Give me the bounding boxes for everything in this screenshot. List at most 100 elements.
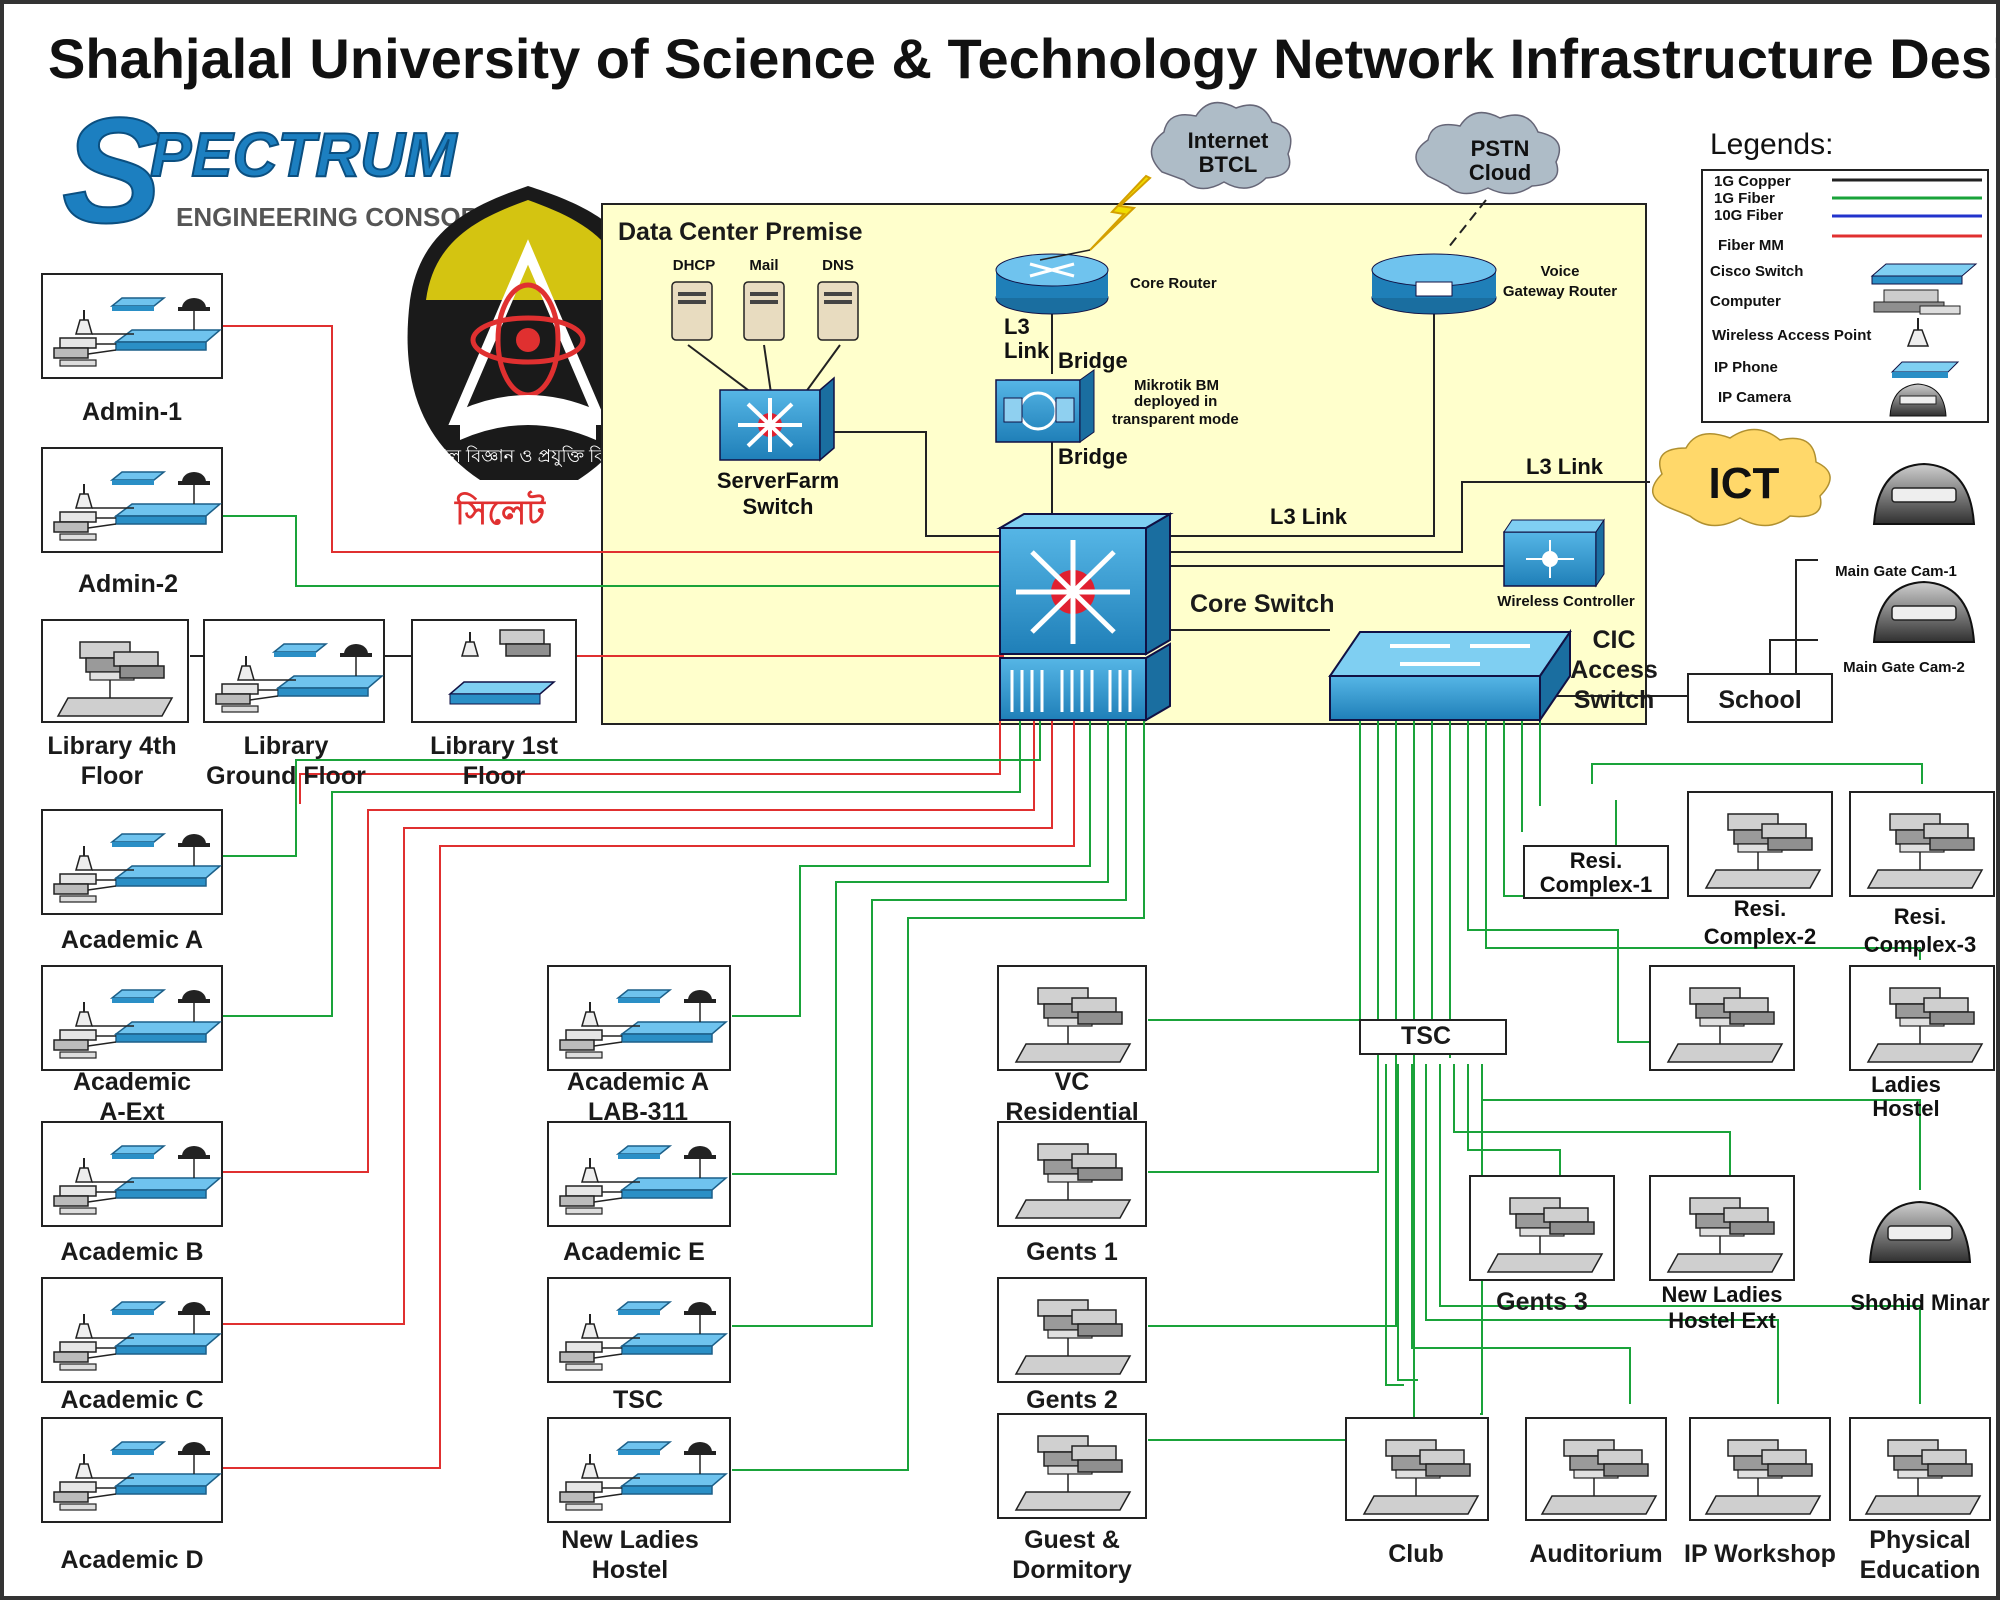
node-academic-c: Academic C [41, 1277, 223, 1414]
svg-text:Main Gate Cam-2: Main Gate Cam-2 [1843, 659, 1965, 676]
svg-text:Complex-1: Complex-1 [1540, 872, 1652, 897]
bridge-label-b: Bridge [1058, 444, 1128, 469]
mikrotik-bridge: Mikrotik BM deployed in transparent mode [995, 369, 1239, 443]
node-school: School [1687, 673, 1833, 723]
svg-text:Academic B: Academic B [60, 1238, 203, 1266]
svg-text:Resi.: Resi. [1570, 848, 1623, 873]
svg-text:CIC: CIC [1592, 626, 1635, 654]
svg-text:Resi.: Resi. [1734, 896, 1787, 921]
svg-text:Mail: Mail [749, 257, 778, 274]
svg-text:Wireless Controller: Wireless Controller [1497, 593, 1635, 610]
svg-text:DHCP: DHCP [673, 257, 716, 274]
svg-text:Wireless Access Point: Wireless Access Point [1712, 327, 1871, 344]
svg-text:Dormitory: Dormitory [1012, 1556, 1132, 1584]
svg-text:IP Camera: IP Camera [1718, 389, 1792, 406]
svg-text:Floor: Floor [81, 762, 144, 790]
datacenter-label: Data Center Premise [618, 218, 863, 246]
svg-text:Complex-2: Complex-2 [1704, 924, 1816, 949]
svg-text:Academic A: Academic A [567, 1068, 709, 1096]
svg-text:ServerFarm: ServerFarm [717, 468, 839, 493]
node-admin-1: Admin-1 [41, 273, 223, 426]
node-auditorium: Auditorium [1525, 1417, 1667, 1568]
node-admin-2: Admin-2 [41, 447, 223, 598]
svg-text:Floor: Floor [463, 762, 526, 790]
node-guest-dormitory: Guest & Dormitory [997, 1413, 1147, 1584]
node-tsc-hub: TSC [1359, 1019, 1507, 1055]
svg-text:Core Router: Core Router [1130, 275, 1217, 292]
wireless-link-icon [1089, 174, 1152, 251]
svg-text:Shohid Minar: Shohid Minar [1850, 1290, 1990, 1315]
svg-text:Club: Club [1388, 1540, 1444, 1568]
svg-text:Academic A: Academic A [61, 926, 203, 954]
svg-text:Hostel Ext: Hostel Ext [1668, 1308, 1776, 1333]
node-library-1st: Library 1st Floor [411, 619, 577, 790]
svg-text:BTCL: BTCL [1199, 152, 1258, 177]
svg-text:1G Fiber: 1G Fiber [1714, 190, 1775, 207]
svg-text:Hostel: Hostel [1872, 1096, 1939, 1121]
server-mail: Mail [743, 257, 785, 341]
svg-text:Auditorium: Auditorium [1529, 1540, 1662, 1568]
university-seal: শাহজালাল বিজ্ঞান ও প্রযুক্তি বিশ্ববিদ্যা… [381, 186, 674, 532]
svg-text:Computer: Computer [1710, 293, 1781, 310]
svg-text:Cisco Switch: Cisco Switch [1710, 263, 1803, 280]
ict-cloud: ICT [1652, 428, 1831, 527]
svg-text:Library 4th: Library 4th [47, 732, 176, 760]
l3link-label-a2: Link [1004, 338, 1050, 363]
brand-subtitle: ENGINEERING CONSORT [176, 202, 495, 232]
svg-text:TSC: TSC [1401, 1022, 1451, 1050]
bridge-label-a: Bridge [1058, 348, 1128, 373]
svg-text:Admin-2: Admin-2 [78, 570, 178, 598]
svg-text:ICT: ICT [1709, 459, 1780, 508]
node-academic-e: Academic E [547, 1121, 731, 1266]
server-dhcp: DHCP [671, 257, 716, 341]
spectrum-logo: S PECTRUM ENGINEERING CONSORT [61, 85, 495, 255]
svg-text:Switch: Switch [1574, 686, 1655, 714]
svg-text:Resi.: Resi. [1894, 904, 1947, 929]
legend: Legends: 1G Copper 1G Fiber 10G Fiber Fi… [1701, 128, 1989, 423]
svg-text:Switch: Switch [743, 494, 814, 519]
svg-text:Cloud: Cloud [1469, 160, 1531, 185]
node-resi-complex-1: Resi. Complex-1 [1523, 845, 1669, 899]
svg-text:New Ladies: New Ladies [561, 1526, 699, 1554]
svg-text:Library 1st: Library 1st [430, 732, 559, 760]
core-router: Core Router [995, 253, 1217, 315]
node-ladies-hostel: Ladies Hostel [1849, 965, 1995, 1121]
svg-text:Gents 1: Gents 1 [1026, 1238, 1118, 1266]
node-academic-a-ext: Academic A-Ext [41, 965, 223, 1126]
camera-main-gate-1: Main Gate Cam-1 [1835, 463, 1975, 580]
camera-main-gate-2: Main Gate Cam-2 [1843, 581, 1975, 676]
node-ip-workshop: IP Workshop [1684, 1417, 1836, 1568]
svg-text:Academic C: Academic C [60, 1386, 203, 1414]
svg-text:deployed in: deployed in [1134, 393, 1217, 410]
svg-text:School: School [1718, 686, 1801, 714]
l3link-label-b: L3 Link [1270, 504, 1348, 529]
brand-initial: S [62, 86, 162, 254]
svg-text:Education: Education [1860, 1556, 1981, 1584]
legend-switch-icon [1870, 263, 1978, 285]
serverfarm-switch: ServerFarm Switch [717, 376, 839, 519]
node-new-ladies-hostel: New Ladies Hostel [547, 1417, 731, 1584]
node-gents-2: Gents 2 [997, 1277, 1147, 1414]
page-title: Shahjalal University of Science & Techno… [48, 27, 2000, 90]
node-academic-d: Academic D [41, 1417, 223, 1574]
node-gents-1: Gents 1 [997, 1121, 1147, 1266]
svg-text:Mikrotik BM: Mikrotik BM [1134, 377, 1219, 394]
svg-text:10G Fiber: 10G Fiber [1714, 207, 1783, 224]
l3link-label-c: L3 Link [1526, 454, 1604, 479]
svg-text:IP Workshop: IP Workshop [1684, 1540, 1836, 1568]
core-switch: Core Switch [996, 512, 1334, 722]
svg-text:Academic E: Academic E [563, 1238, 705, 1266]
node-gents-3: Gents 3 [1469, 1175, 1615, 1316]
internet-cloud: Internet BTCL [1150, 101, 1292, 190]
node-vc-residential: VC Residential [997, 965, 1147, 1126]
node-tsc-lan: TSC [547, 1277, 731, 1414]
svg-text:Academic: Academic [73, 1068, 191, 1096]
svg-text:Internet: Internet [1188, 128, 1269, 153]
svg-text:Fiber MM: Fiber MM [1718, 237, 1784, 254]
links-green [222, 515, 1923, 1471]
svg-text:Main Gate Cam-1: Main Gate Cam-1 [1835, 563, 1957, 580]
node-new-ladies-hostel-ext: New Ladies Hostel Ext [1649, 1175, 1795, 1333]
svg-text:Hostel: Hostel [592, 1556, 668, 1584]
